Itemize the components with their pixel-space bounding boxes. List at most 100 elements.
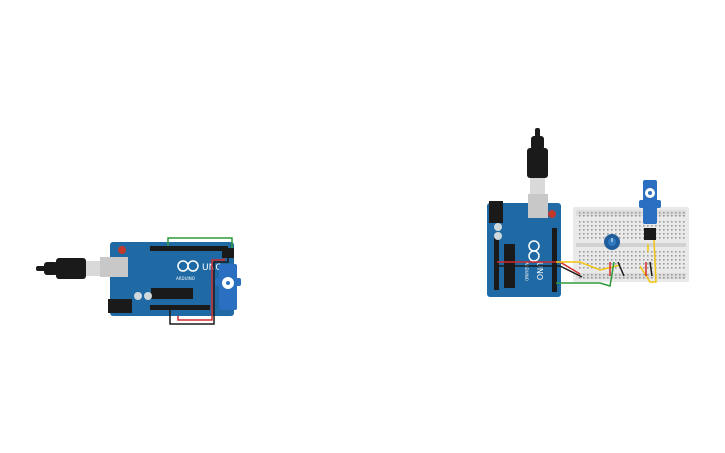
breadboard-hole[interactable]	[667, 274, 669, 276]
breadboard-hole[interactable]	[627, 215, 629, 217]
breadboard-hole[interactable]	[635, 277, 637, 279]
breadboard-hole[interactable]	[583, 274, 585, 276]
breadboard-hole[interactable]	[587, 274, 589, 276]
wires[interactable]	[167, 237, 233, 325]
breadboard-hole[interactable]	[631, 259, 633, 261]
breadboard-hole[interactable]	[631, 251, 633, 253]
breadboard-hole[interactable]	[671, 277, 673, 279]
breadboard-hole[interactable]	[583, 233, 585, 235]
breadboard-hole[interactable]	[615, 233, 617, 235]
wire-signal[interactable]	[167, 237, 233, 250]
breadboard-hole[interactable]	[623, 215, 625, 217]
wire-yellow-2[interactable]	[639, 239, 657, 283]
breadboard-hole[interactable]	[607, 259, 609, 261]
breadboard-hole[interactable]	[635, 229, 637, 231]
wire-black[interactable]	[497, 265, 583, 278]
breadboard-hole[interactable]	[603, 263, 605, 265]
breadboard-hole[interactable]	[675, 215, 677, 217]
breadboard-hole[interactable]	[663, 225, 665, 227]
breadboard-hole[interactable]	[623, 212, 625, 214]
breadboard-hole[interactable]	[595, 215, 597, 217]
breadboard-hole[interactable]	[623, 259, 625, 261]
breadboard-hole[interactable]	[595, 221, 597, 223]
breadboard-hole[interactable]	[627, 225, 629, 227]
breadboard-hole[interactable]	[635, 215, 637, 217]
breadboard-hole[interactable]	[587, 255, 589, 257]
breadboard-hole[interactable]	[615, 229, 617, 231]
breadboard-hole[interactable]	[607, 215, 609, 217]
breadboard-hole[interactable]	[651, 263, 653, 265]
breadboard-hole[interactable]	[599, 237, 601, 239]
breadboard-hole[interactable]	[683, 274, 685, 276]
breadboard-hole[interactable]	[607, 251, 609, 253]
breadboard-hole[interactable]	[595, 251, 597, 253]
breadboard-hole[interactable]	[675, 267, 677, 269]
breadboard-hole[interactable]	[615, 259, 617, 261]
wire-black-short[interactable]	[617, 261, 625, 277]
breadboard-hole[interactable]	[635, 255, 637, 257]
breadboard-hole[interactable]	[595, 237, 597, 239]
breadboard-hole[interactable]	[587, 229, 589, 231]
arduino-board[interactable]: UNO ARDUINO	[100, 242, 234, 316]
breadboard-hole[interactable]	[595, 255, 597, 257]
breadboard-hole[interactable]	[679, 267, 681, 269]
breadboard-hole[interactable]	[647, 263, 649, 265]
breadboard-hole[interactable]	[639, 251, 641, 253]
breadboard-hole[interactable]	[667, 251, 669, 253]
breadboard-hole[interactable]	[659, 259, 661, 261]
breadboard-hole[interactable]	[611, 263, 613, 265]
breadboard-hole[interactable]	[683, 237, 685, 239]
breadboard-hole[interactable]	[623, 237, 625, 239]
breadboard-hole[interactable]	[679, 237, 681, 239]
breadboard-hole[interactable]	[663, 263, 665, 265]
breadboard-hole[interactable]	[663, 274, 665, 276]
breadboard-hole[interactable]	[663, 267, 665, 269]
breadboard-hole[interactable]	[683, 263, 685, 265]
breadboard-hole[interactable]	[619, 212, 621, 214]
breadboard-hole[interactable]	[607, 221, 609, 223]
breadboard-hole[interactable]	[603, 233, 605, 235]
breadboard-hole[interactable]	[591, 212, 593, 214]
breadboard-hole[interactable]	[675, 212, 677, 214]
breadboard-hole[interactable]	[667, 221, 669, 223]
breadboard-hole[interactable]	[647, 259, 649, 261]
reset-button[interactable]	[548, 210, 556, 218]
breadboard-hole[interactable]	[619, 259, 621, 261]
breadboard-hole[interactable]	[663, 233, 665, 235]
breadboard-hole[interactable]	[659, 233, 661, 235]
reset-button[interactable]	[118, 246, 126, 254]
breadboard-hole[interactable]	[667, 212, 669, 214]
breadboard-hole[interactable]	[631, 233, 633, 235]
breadboard-hole[interactable]	[635, 237, 637, 239]
breadboard-hole[interactable]	[603, 212, 605, 214]
breadboard-hole[interactable]	[615, 251, 617, 253]
breadboard-hole[interactable]	[623, 255, 625, 257]
breadboard-hole[interactable]	[611, 225, 613, 227]
breadboard-hole[interactable]	[647, 267, 649, 269]
breadboard-hole[interactable]	[627, 255, 629, 257]
breadboard-hole[interactable]	[615, 263, 617, 265]
breadboard-hole[interactable]	[587, 225, 589, 227]
breadboard-hole[interactable]	[607, 225, 609, 227]
breadboard-hole[interactable]	[599, 225, 601, 227]
breadboard-hole[interactable]	[619, 251, 621, 253]
breadboard-hole[interactable]	[659, 274, 661, 276]
breadboard-hole[interactable]	[635, 225, 637, 227]
breadboard-hole[interactable]	[671, 274, 673, 276]
breadboard-hole[interactable]	[611, 229, 613, 231]
breadboard-hole[interactable]	[595, 263, 597, 265]
breadboard-hole[interactable]	[671, 237, 673, 239]
wire-green[interactable]	[556, 261, 615, 287]
breadboard-hole[interactable]	[587, 212, 589, 214]
breadboard-hole[interactable]	[607, 233, 609, 235]
breadboard-hole[interactable]	[651, 251, 653, 253]
breadboard-hole[interactable]	[667, 263, 669, 265]
breadboard-hole[interactable]	[583, 225, 585, 227]
breadboard-hole[interactable]	[619, 221, 621, 223]
breadboard-hole[interactable]	[639, 225, 641, 227]
breadboard-hole[interactable]	[683, 225, 685, 227]
breadboard-hole[interactable]	[635, 251, 637, 253]
breadboard-hole[interactable]	[659, 255, 661, 257]
breadboard-hole[interactable]	[615, 212, 617, 214]
breadboard-hole[interactable]	[591, 233, 593, 235]
